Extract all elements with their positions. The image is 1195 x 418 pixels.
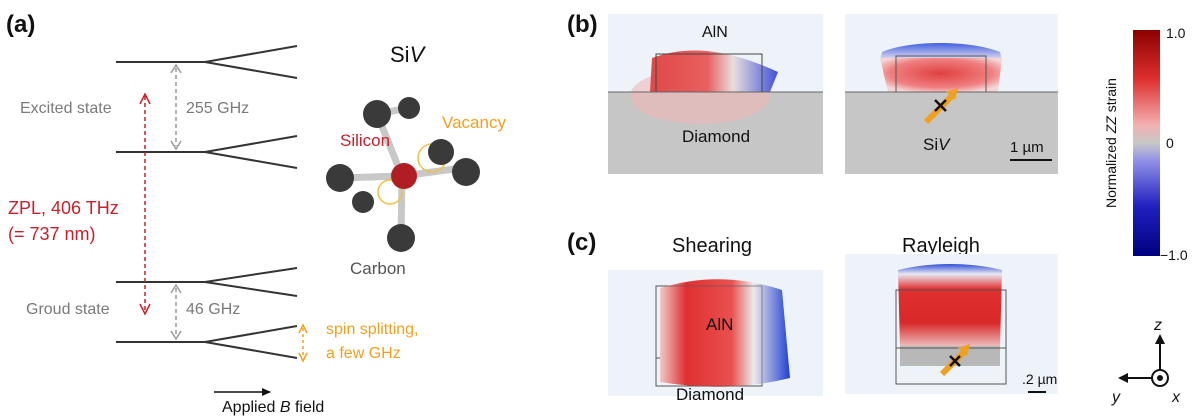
spin-splitting-line2: a few GHz — [326, 345, 401, 362]
panel-c-diamond-label: Diamond — [676, 385, 744, 404]
panel-b-rayleigh-simulation — [845, 14, 1058, 174]
panel-b-siv-label: SiV — [923, 135, 951, 154]
panel-b-scale-label: 1 µm — [1010, 139, 1044, 156]
excited-gap-arrowheads — [170, 63, 182, 151]
field-arrowhead — [262, 388, 271, 396]
ground-level-upper — [116, 267, 298, 297]
panel-b-label: (b) — [567, 11, 598, 38]
carbon-atom-1 — [363, 100, 391, 128]
carbon-atom-7 — [387, 224, 415, 252]
zpl-arrowheads — [139, 92, 151, 316]
spin-splitting-line1: spin splitting, — [326, 321, 419, 338]
excited-level-lower — [116, 135, 298, 169]
mode-shearing-label: Shearing — [672, 235, 752, 257]
carbon-atom-2 — [398, 97, 420, 119]
axis-x-label: x — [1171, 389, 1181, 406]
excited-level-upper — [116, 45, 298, 79]
carbon-atom-5 — [428, 139, 454, 165]
applied-field-label: Applied B field — [222, 399, 324, 416]
vacancy-ring-2 — [377, 179, 403, 205]
zpl-frequency: ZPL, 406 THz — [8, 198, 119, 218]
carbon-atom-4 — [352, 191, 374, 213]
panel-c-shearing-simulation — [608, 270, 823, 396]
ground-level-lower — [116, 325, 298, 359]
ground-gap-arrowheads — [170, 283, 182, 341]
panel-c-label: (c) — [567, 229, 596, 256]
panel-c-rayleigh-simulation — [845, 254, 1058, 394]
carbon-atom-6 — [452, 158, 480, 186]
silicon-atom — [391, 163, 417, 189]
excited-gap-label: 255 GHz — [186, 100, 249, 117]
axes-triad — [1118, 334, 1169, 387]
mode-rayleigh-label: Rayleigh — [902, 235, 980, 257]
colorbar-title: Normalized ZZ strain — [1103, 78, 1119, 208]
panel-c-scale-label: .2 µm — [1022, 371, 1057, 387]
axis-y-label: y — [1111, 389, 1121, 406]
panel-b-diamond-label: Diamond — [682, 127, 750, 146]
carbon-label: Carbon — [350, 259, 406, 278]
zpl-wavelength: (= 737 nm) — [8, 224, 96, 244]
carbon-atom-3 — [326, 164, 354, 192]
spin-arrowheads — [298, 323, 308, 363]
colorbar — [1133, 30, 1160, 256]
colorbar-mid-label: 0 — [1166, 135, 1174, 151]
axis-z-label: z — [1153, 317, 1162, 334]
colorbar-min-label: −1.0 — [1160, 247, 1188, 263]
silicon-label: Silicon — [340, 131, 390, 150]
ground-gap-label: 46 GHz — [186, 301, 240, 318]
siv-title: SiV — [390, 42, 427, 67]
panel-b-shearing-simulation — [608, 14, 823, 174]
panel-b-aln-label: AlN — [702, 24, 728, 41]
colorbar-max-label: 1.0 — [1166, 25, 1186, 41]
vacancy-label: Vacancy — [442, 113, 506, 132]
ground-state-label: Groud state — [26, 301, 110, 318]
siv-molecule — [326, 97, 480, 252]
panel-a-label: (a) — [6, 11, 35, 38]
excited-state-label: Excited state — [20, 100, 112, 117]
panel-c-aln-label: AlN — [706, 315, 733, 334]
